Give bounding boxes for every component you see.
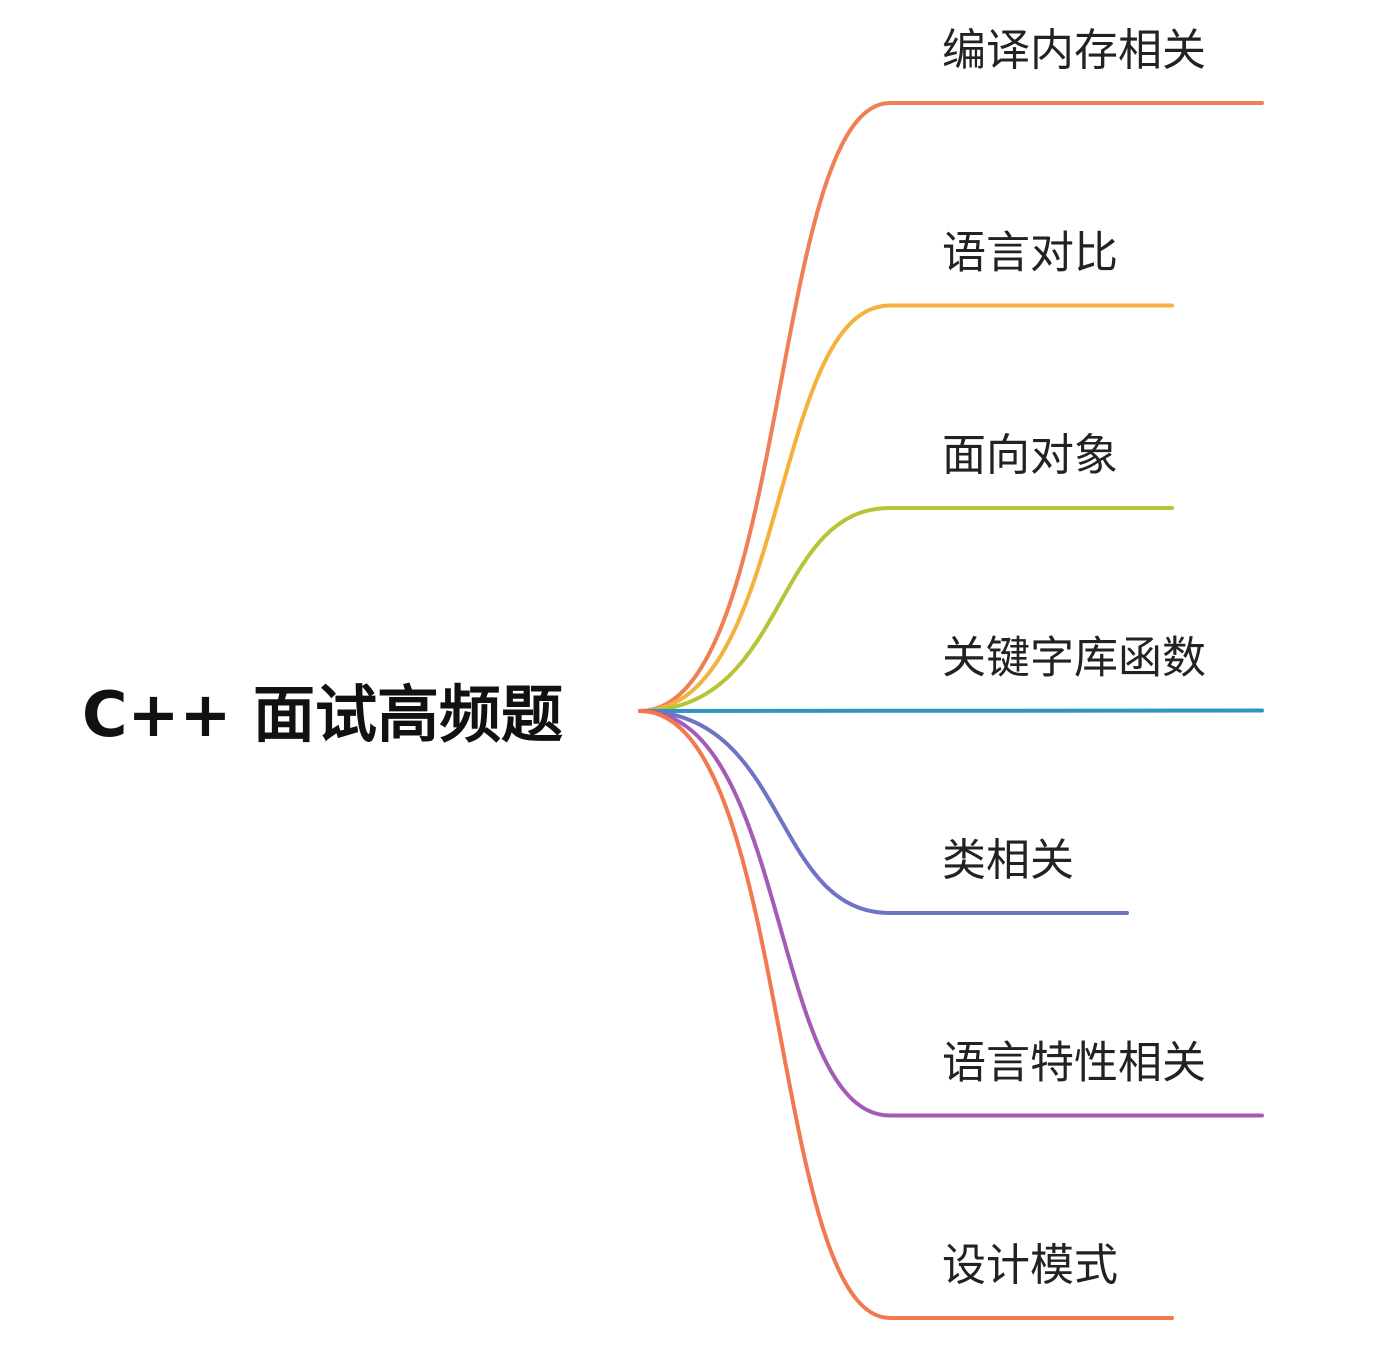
- branch-label-4: 关键字库函数: [942, 633, 1206, 684]
- branch-line-2: [638, 303, 1174, 713]
- branch-label-5: 类相关: [942, 835, 1074, 886]
- branch-line-5: [638, 709, 1129, 915]
- branch-label-2: 语言对比: [942, 228, 1118, 279]
- branch-lines: [638, 101, 1264, 1320]
- branch-label-7: 设计模式: [942, 1240, 1118, 1291]
- branch-label-6: 语言特性相关: [942, 1038, 1206, 1089]
- branch-line-7: [638, 709, 1174, 1320]
- branch-label-1: 编译内存相关: [942, 25, 1206, 76]
- branch-line-6: [638, 709, 1264, 1118]
- branch-line-3: [638, 506, 1174, 713]
- branch-line-4: [638, 708, 1264, 713]
- branch-line-1: [638, 101, 1264, 713]
- branch-label-3: 面向对象: [942, 430, 1118, 481]
- root-topic-label: C++ 面试高频题: [82, 678, 563, 751]
